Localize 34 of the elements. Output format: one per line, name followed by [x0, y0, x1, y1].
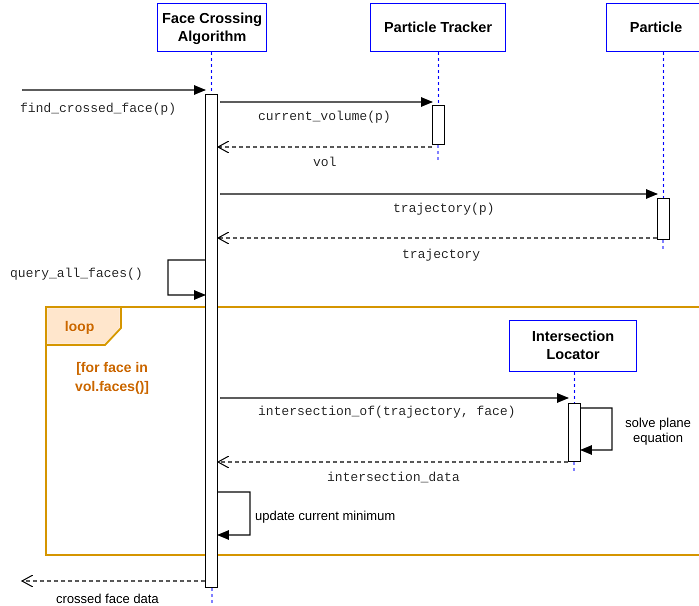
message-label: current_volume(p)	[258, 109, 391, 124]
activation-bar	[568, 403, 581, 462]
participant-box: Intersection Locator	[509, 320, 637, 372]
message-arrow	[220, 393, 569, 403]
message-label: query_all_faces()	[10, 266, 143, 281]
message-arrow	[220, 97, 433, 107]
return-arrow	[217, 140, 432, 154]
message-label: crossed face data	[56, 591, 159, 606]
message-label: trajectory(p)	[393, 201, 494, 216]
loop-guard: [for face in vol.faces()]	[74, 358, 150, 396]
activation-bar	[432, 105, 445, 145]
message-arrow	[22, 85, 206, 95]
message-label: trajectory	[402, 247, 480, 262]
participant-box: Face Crossing Algorithm	[157, 3, 267, 52]
self-message-arrow	[217, 491, 251, 540]
self-message-arrow	[580, 407, 613, 455]
message-label: find_crossed_face(p)	[20, 101, 176, 116]
message-arrow	[220, 189, 658, 199]
lifeline	[438, 52, 440, 105]
message-label: intersection_data	[327, 470, 460, 485]
activation-bar	[657, 198, 670, 240]
lifeline	[574, 372, 576, 403]
lifeline	[662, 52, 664, 198]
message-label: update current minimum	[255, 508, 396, 523]
participant-box: Particle	[606, 3, 699, 52]
lifeline	[210, 52, 212, 94]
frame-tab: loop	[45, 306, 122, 346]
message-label: intersection_of(trajectory, face)	[258, 404, 516, 419]
participant-box: Particle Tracker	[370, 3, 506, 52]
self-message-arrow	[167, 259, 206, 300]
activation-bar	[205, 94, 218, 588]
return-arrow	[217, 455, 568, 469]
return-arrow	[21, 574, 205, 588]
return-arrow	[217, 231, 657, 245]
